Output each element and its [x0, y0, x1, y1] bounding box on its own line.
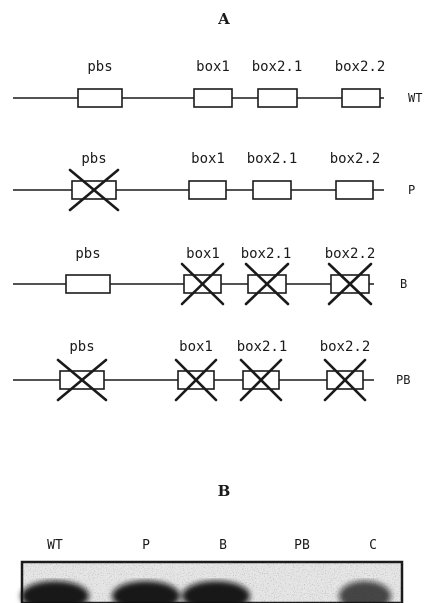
box2-1-box: [257, 88, 298, 108]
construct-row-p: pbs box1 box2.1 box2.2P: [13, 151, 415, 212]
construct-name: B: [400, 277, 407, 291]
box1-label: box1: [179, 339, 213, 355]
box1-label: box1: [186, 246, 220, 262]
box2-2-mutation-cross: [327, 262, 373, 306]
box1-box: [188, 180, 227, 200]
construct-name: PB: [396, 373, 410, 387]
panel-a-label: A: [217, 10, 230, 28]
box2-1-mutation-cross: [239, 358, 283, 402]
box1-mutation-cross: [174, 358, 218, 402]
pbs-label: pbs: [75, 246, 100, 262]
pbs-mutation-cross: [68, 168, 120, 212]
box2-1-label: box2.1: [241, 246, 292, 262]
pbs-label: pbs: [69, 339, 94, 355]
box2-2-mutation-cross: [323, 358, 367, 402]
box2-2-label: box2.2: [335, 59, 386, 75]
gel-band-p: [112, 581, 180, 603]
box2-1-box: [252, 180, 292, 200]
box1-label: box1: [191, 151, 225, 167]
pbs-box: [65, 274, 111, 294]
panel-b-label: B: [218, 482, 231, 500]
pbs-mutation-cross: [56, 358, 108, 402]
lane-label-pb: PB: [294, 538, 310, 553]
box2-2-label: box2.2: [330, 151, 381, 167]
box2-1-label: box2.1: [237, 339, 288, 355]
box1-label: box1: [196, 59, 230, 75]
gel-band-wt: [21, 581, 89, 603]
box2-2-box: [335, 180, 374, 200]
box2-2-label: box2.2: [325, 246, 376, 262]
construct-row-pb: pbs box1 box2.1 box2.2PB: [13, 339, 410, 402]
gel-band-c: [339, 581, 391, 603]
pbs-label: pbs: [81, 151, 106, 167]
box2-1-mutation-cross: [244, 262, 290, 306]
construct-name: WT: [408, 91, 422, 105]
lane-label-b: B: [219, 538, 227, 553]
pbs-box: [77, 88, 123, 108]
box1-box: [193, 88, 233, 108]
lane-label-p: P: [142, 538, 150, 553]
box2-1-label: box2.1: [247, 151, 298, 167]
lane-label-c: C: [369, 538, 377, 553]
box2-1-label: box2.1: [252, 59, 303, 75]
box1-mutation-cross: [180, 262, 225, 306]
construct-name: P: [408, 183, 415, 197]
construct-row-b: pbs box1 box2.1 box2.2B: [13, 246, 407, 306]
gel-band-b: [182, 581, 250, 603]
lane-label-wt: WT: [47, 538, 63, 553]
pbs-label: pbs: [87, 59, 112, 75]
gel-image: [20, 560, 404, 603]
construct-row-wt: pbs box1 box2.1 box2.2WT: [13, 59, 422, 108]
box2-2-box: [341, 88, 381, 108]
box2-2-label: box2.2: [320, 339, 371, 355]
